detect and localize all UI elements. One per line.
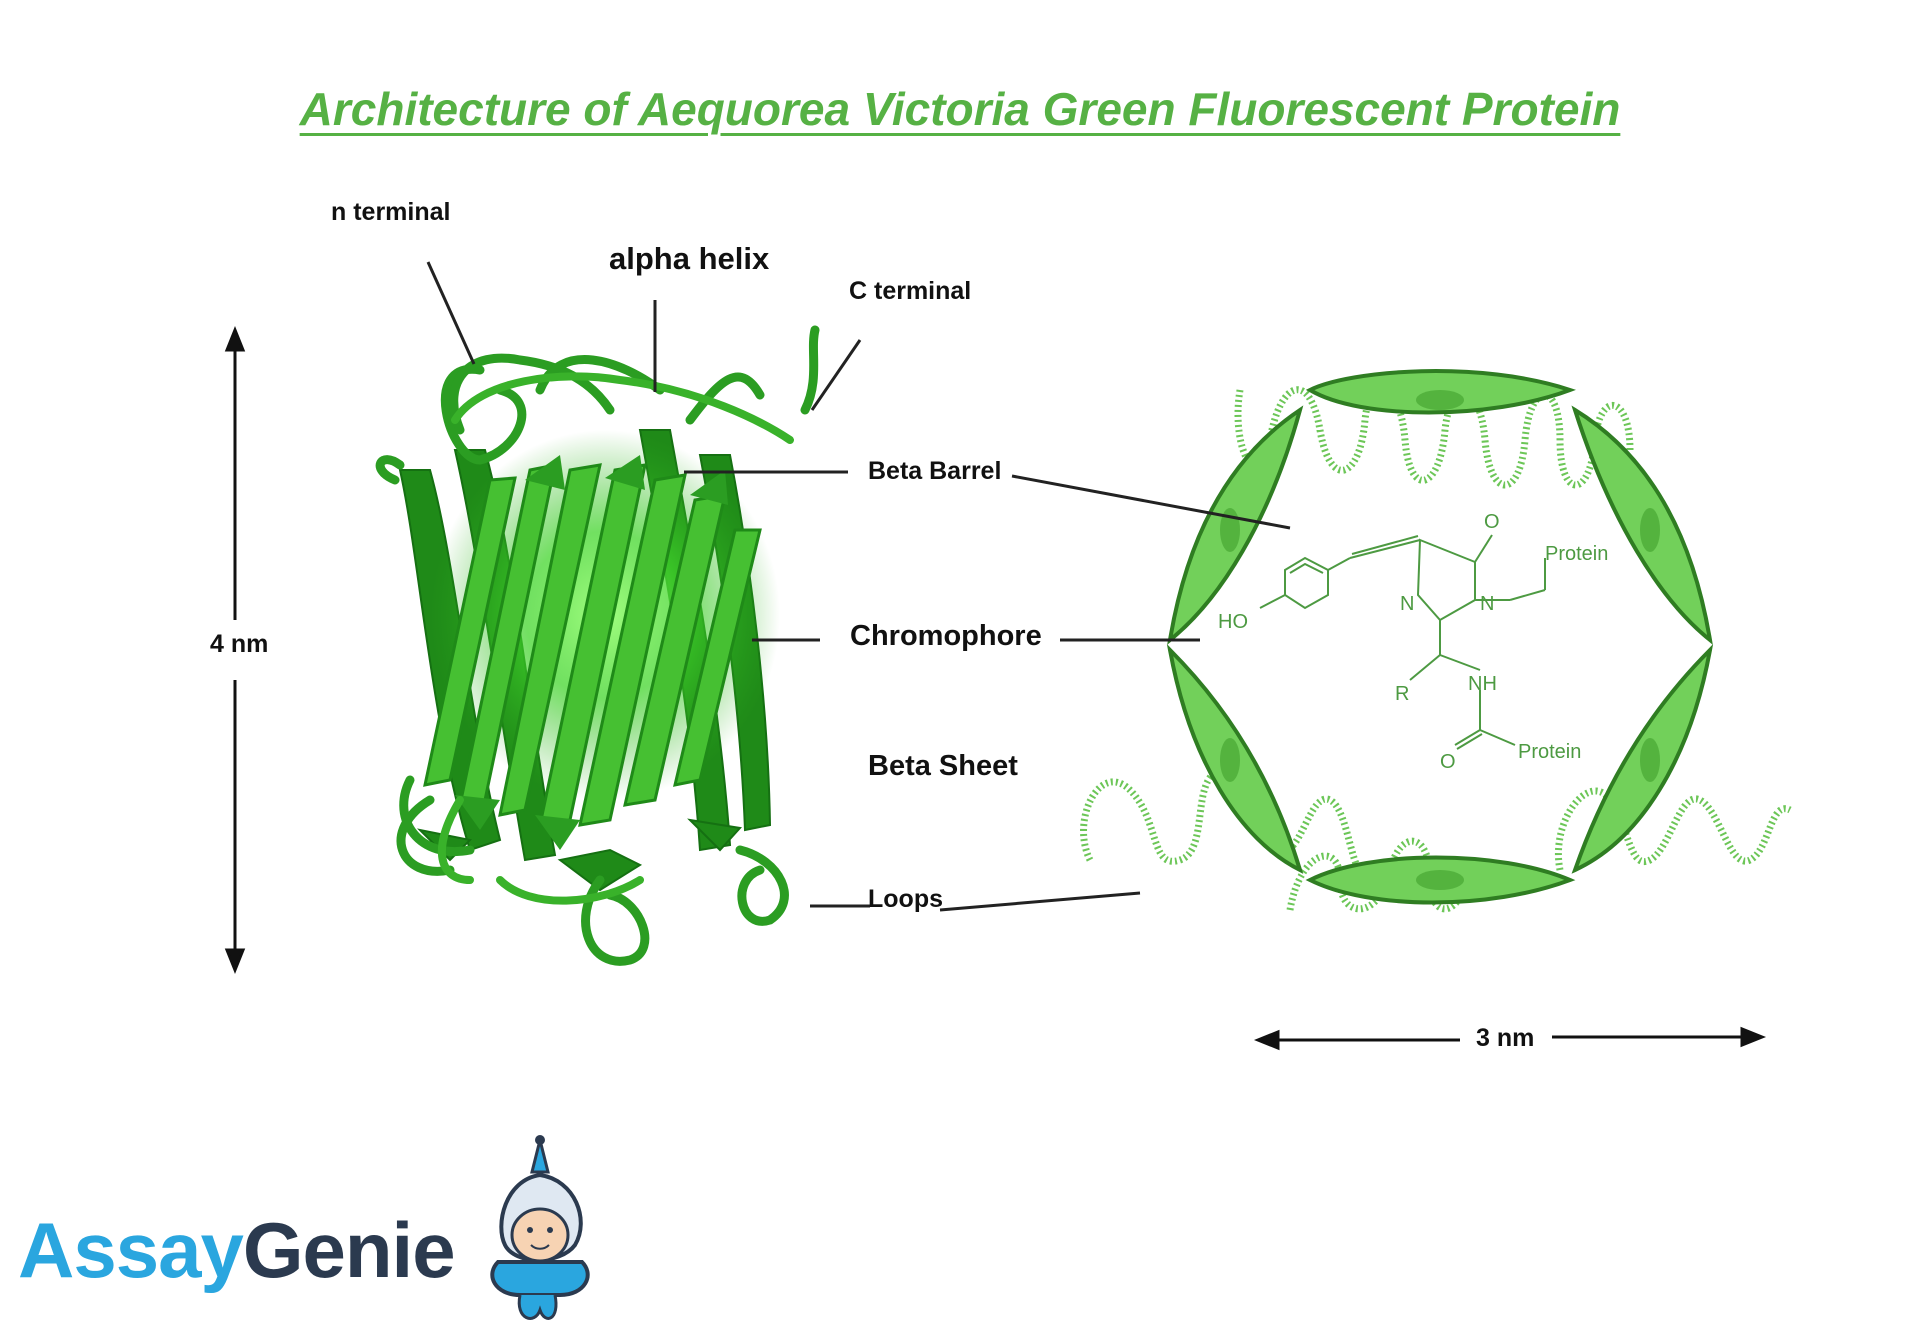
chem-nh: NH <box>1468 673 1497 695</box>
logo-text-genie: Genie <box>242 1206 456 1294</box>
chem-o-bottom: O <box>1440 751 1456 773</box>
label-chromophore: Chromophore <box>850 620 1042 652</box>
chem-n-methyl: N <box>1480 593 1494 615</box>
assaygenie-logo: AssayGenie <box>18 1205 456 1296</box>
chem-o-top: O <box>1484 511 1500 533</box>
diagram-title: Architecture of Aequorea Victoria Green … <box>299 83 1621 135</box>
label-beta-sheet: Beta Sheet <box>868 750 1018 782</box>
chem-protein-top: Protein <box>1545 543 1608 565</box>
label-alpha-helix: alpha helix <box>609 241 770 276</box>
chem-n-ring: N <box>1400 593 1414 615</box>
chem-ho: HO <box>1218 611 1248 633</box>
width-dimension-arrow <box>1253 1026 1767 1051</box>
chromophore-chemical-structure: HO O N N Protein NH R O Protein <box>1218 511 1608 773</box>
genie-mascot-logo <box>490 1135 590 1320</box>
chem-r-group: R <box>1395 683 1409 705</box>
beta-barrel-cross-section: HO O N N Protein NH R O Protein <box>1080 369 1792 913</box>
left-leader-lines <box>426 261 870 908</box>
label-loops: Loops <box>868 885 943 913</box>
label-n-terminal: n terminal <box>331 198 451 226</box>
label-height-4nm: 4 nm <box>210 630 269 658</box>
gfp-ribbon-structure <box>375 325 820 966</box>
logo-text-assay: Assay <box>18 1206 244 1294</box>
right-leader-lines <box>939 474 1291 912</box>
label-width-3nm: 3 nm <box>1476 1024 1535 1052</box>
height-dimension-arrow <box>224 325 246 975</box>
label-c-terminal: C terminal <box>849 277 972 305</box>
chem-protein-bottom: Protein <box>1518 741 1581 763</box>
label-beta-barrel: Beta Barrel <box>868 457 1002 485</box>
